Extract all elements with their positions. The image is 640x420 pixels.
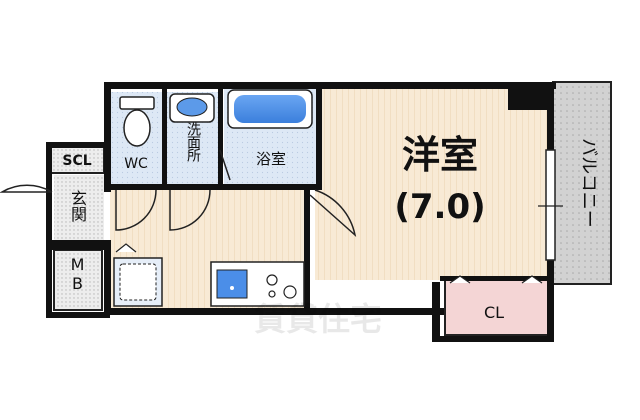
bathtub-icon (227, 89, 313, 129)
western-room-size: (7.0) (394, 187, 485, 227)
closet-doors (449, 275, 543, 284)
mb-label: MB (68, 255, 87, 293)
watermark: 賃貸住宅 (253, 300, 382, 338)
kitchen-counter (210, 261, 305, 307)
wc-label: WC (124, 156, 148, 172)
closet-label: CL (484, 303, 504, 322)
western-room-floor (315, 88, 548, 280)
bathroom-label: 浴室 (256, 150, 286, 168)
window (545, 149, 556, 261)
toilet-icon (119, 96, 155, 147)
washing-machine-space (113, 243, 163, 307)
washbasin-icon (169, 93, 215, 123)
mb-area (53, 249, 103, 311)
scl-label: SCL (62, 153, 91, 169)
balcony: バルコニー (552, 81, 612, 285)
western-room-label: 洋室 (402, 133, 478, 177)
stove-icon (266, 274, 297, 299)
washroom-label: 洗面所 (185, 122, 201, 161)
entrance-label: 玄関 (68, 190, 87, 222)
balcony-label: バルコニー (578, 138, 599, 228)
doors (0, 149, 357, 238)
entrance-area (54, 175, 104, 240)
